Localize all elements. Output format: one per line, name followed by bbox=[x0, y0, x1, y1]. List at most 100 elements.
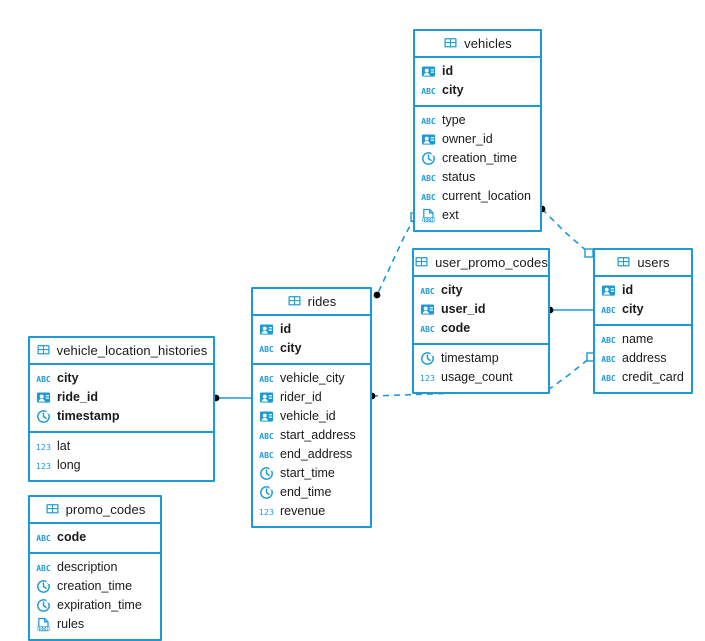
table-header[interactable]: user_promo_codes bbox=[414, 250, 548, 277]
column-name: rules bbox=[57, 617, 85, 632]
key-person-card-icon bbox=[259, 392, 274, 403]
columns-section: timestamp 123 usage_count bbox=[414, 343, 548, 392]
table-name: vehicle_location_histories bbox=[56, 343, 208, 358]
column-name: status bbox=[442, 170, 476, 185]
clock-icon bbox=[37, 599, 51, 612]
svg-text:JSON: JSON bbox=[37, 626, 50, 631]
column-row[interactable]: creation_time bbox=[30, 577, 160, 596]
column-row[interactable]: ABC status bbox=[415, 168, 540, 187]
column-row[interactable]: 123 usage_count bbox=[414, 368, 548, 387]
abc-text-icon: ABC bbox=[421, 87, 436, 96]
primary-key-row[interactable]: ride_id bbox=[30, 388, 213, 407]
abc-text-icon: ABC bbox=[421, 193, 436, 202]
column-name: start_address bbox=[280, 428, 356, 443]
primary-key-row[interactable]: id bbox=[253, 320, 370, 339]
table-header[interactable]: promo_codes bbox=[30, 497, 160, 524]
json-file-icon: JSON bbox=[422, 208, 435, 222]
column-row[interactable]: owner_id bbox=[415, 130, 540, 149]
key-person-card-icon bbox=[259, 324, 274, 335]
primary-key-row[interactable]: ABC city bbox=[415, 81, 540, 100]
svg-text:ABC: ABC bbox=[420, 287, 435, 296]
relationship-user-promo-codes-to-users[interactable] bbox=[546, 306, 593, 314]
abc-text-icon: ABC bbox=[36, 534, 51, 543]
column-row[interactable]: creation_time bbox=[415, 149, 540, 168]
svg-text:ABC: ABC bbox=[421, 174, 436, 183]
table-header[interactable]: users bbox=[595, 250, 691, 277]
table-header[interactable]: rides bbox=[253, 289, 370, 316]
svg-text:123: 123 bbox=[420, 374, 435, 383]
column-name: creation_time bbox=[57, 579, 133, 594]
column-name: vehicle_city bbox=[280, 371, 345, 386]
key-person-card-icon bbox=[259, 411, 274, 422]
column-row[interactable]: timestamp bbox=[414, 349, 548, 368]
number-123-icon: 123 bbox=[259, 508, 274, 517]
relationship-line bbox=[541, 208, 590, 254]
column-name: city bbox=[441, 283, 463, 298]
abc-text-icon: ABC bbox=[421, 117, 436, 126]
svg-text:123: 123 bbox=[259, 508, 274, 517]
table-name: rides bbox=[307, 294, 337, 309]
relationship-endpoint-square bbox=[584, 248, 594, 258]
column-name: id bbox=[280, 322, 292, 337]
column-row[interactable]: end_time bbox=[253, 483, 370, 502]
column-row[interactable]: expiration_time bbox=[30, 596, 160, 615]
primary-key-row[interactable]: id bbox=[595, 281, 691, 300]
relationship-vehicle-location-histories-to-rides[interactable] bbox=[212, 394, 251, 402]
number-123-icon: 123 bbox=[36, 443, 51, 452]
abc-text-icon: ABC bbox=[601, 336, 616, 345]
primary-key-row[interactable]: ABC city bbox=[414, 281, 548, 300]
column-row[interactable]: start_time bbox=[253, 464, 370, 483]
table-grid-icon bbox=[288, 296, 301, 306]
primary-key-row[interactable]: id bbox=[415, 62, 540, 81]
column-row[interactable]: JSON rules bbox=[30, 615, 160, 634]
table-header[interactable]: vehicle_location_histories bbox=[30, 338, 213, 365]
column-name: vehicle_id bbox=[280, 409, 336, 424]
clock-icon bbox=[37, 580, 51, 593]
table-name: promo_codes bbox=[65, 502, 146, 517]
table-name: vehicles bbox=[464, 36, 512, 51]
column-name: usage_count bbox=[441, 370, 513, 385]
svg-text:ABC: ABC bbox=[421, 193, 436, 202]
column-name: description bbox=[57, 560, 118, 575]
column-row[interactable]: rider_id bbox=[253, 388, 370, 407]
table-header[interactable]: vehicles bbox=[415, 31, 540, 58]
clock-icon bbox=[37, 410, 51, 423]
svg-text:ABC: ABC bbox=[421, 87, 436, 96]
svg-text:123: 123 bbox=[36, 443, 51, 452]
primary-key-row[interactable]: timestamp bbox=[30, 407, 213, 426]
column-row[interactable]: vehicle_id bbox=[253, 407, 370, 426]
column-name: end_address bbox=[280, 447, 353, 462]
table-grid-icon bbox=[617, 257, 630, 267]
column-name: credit_card bbox=[622, 370, 684, 385]
column-name: user_id bbox=[441, 302, 486, 317]
primary-key-row[interactable]: user_id bbox=[414, 300, 548, 319]
column-name: city bbox=[442, 83, 464, 98]
